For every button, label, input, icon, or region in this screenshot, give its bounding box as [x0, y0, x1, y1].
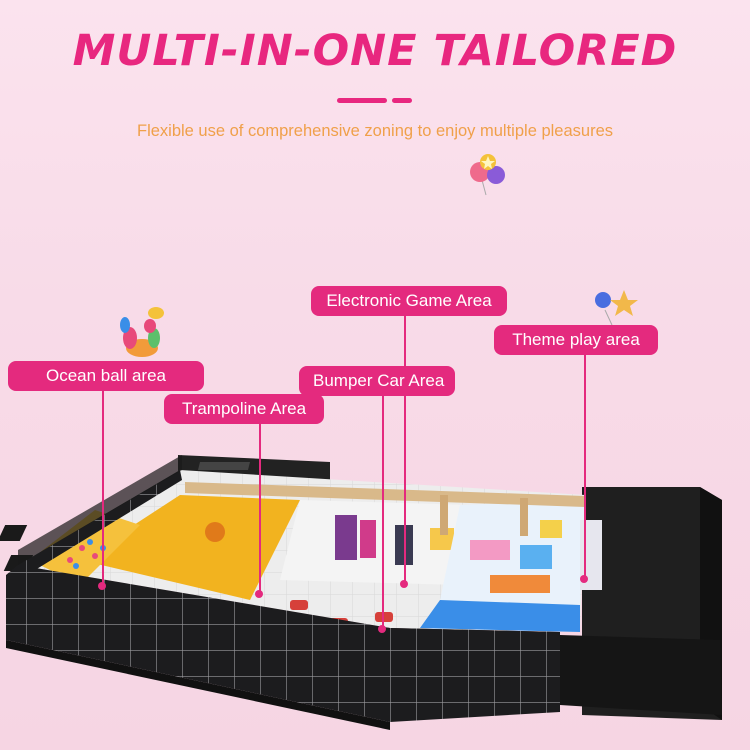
label-trampoline-area: Trampoline Area	[164, 394, 324, 424]
balloon-dog-icon	[120, 307, 164, 357]
front-fence-face	[6, 575, 390, 722]
label-bumper-car-area: Bumper Car Area	[299, 366, 455, 396]
leader-dot-theme-play	[580, 575, 588, 583]
leader-dot-trampoline	[255, 590, 263, 598]
trampoline-zone	[80, 495, 300, 600]
leader-electronic-game	[404, 314, 406, 584]
title-underline-right	[392, 98, 412, 103]
label-electronic-game-area: Electronic Game Area	[311, 286, 507, 316]
label-theme-play-area: Theme play area	[494, 325, 658, 355]
leader-dot-electronic-game	[400, 580, 408, 588]
leader-trampoline	[259, 423, 261, 593]
page-title: MULTI-IN-ONE TAILORED	[72, 26, 678, 76]
leader-theme-play	[584, 354, 586, 579]
balloon-star-icon	[595, 290, 638, 326]
leader-dot-ocean-ball	[98, 582, 106, 590]
leader-ocean-ball	[102, 390, 104, 585]
page-subtitle: Flexible use of comprehensive zoning to …	[136, 122, 613, 140]
balloons-icon	[470, 154, 505, 196]
leader-bumper-car	[382, 394, 384, 629]
label-ocean-ball-area: Ocean ball area	[8, 361, 204, 391]
title-underline-left	[337, 98, 387, 103]
ocean-ball-zone	[30, 510, 140, 585]
leader-dot-bumper-car	[378, 625, 386, 633]
